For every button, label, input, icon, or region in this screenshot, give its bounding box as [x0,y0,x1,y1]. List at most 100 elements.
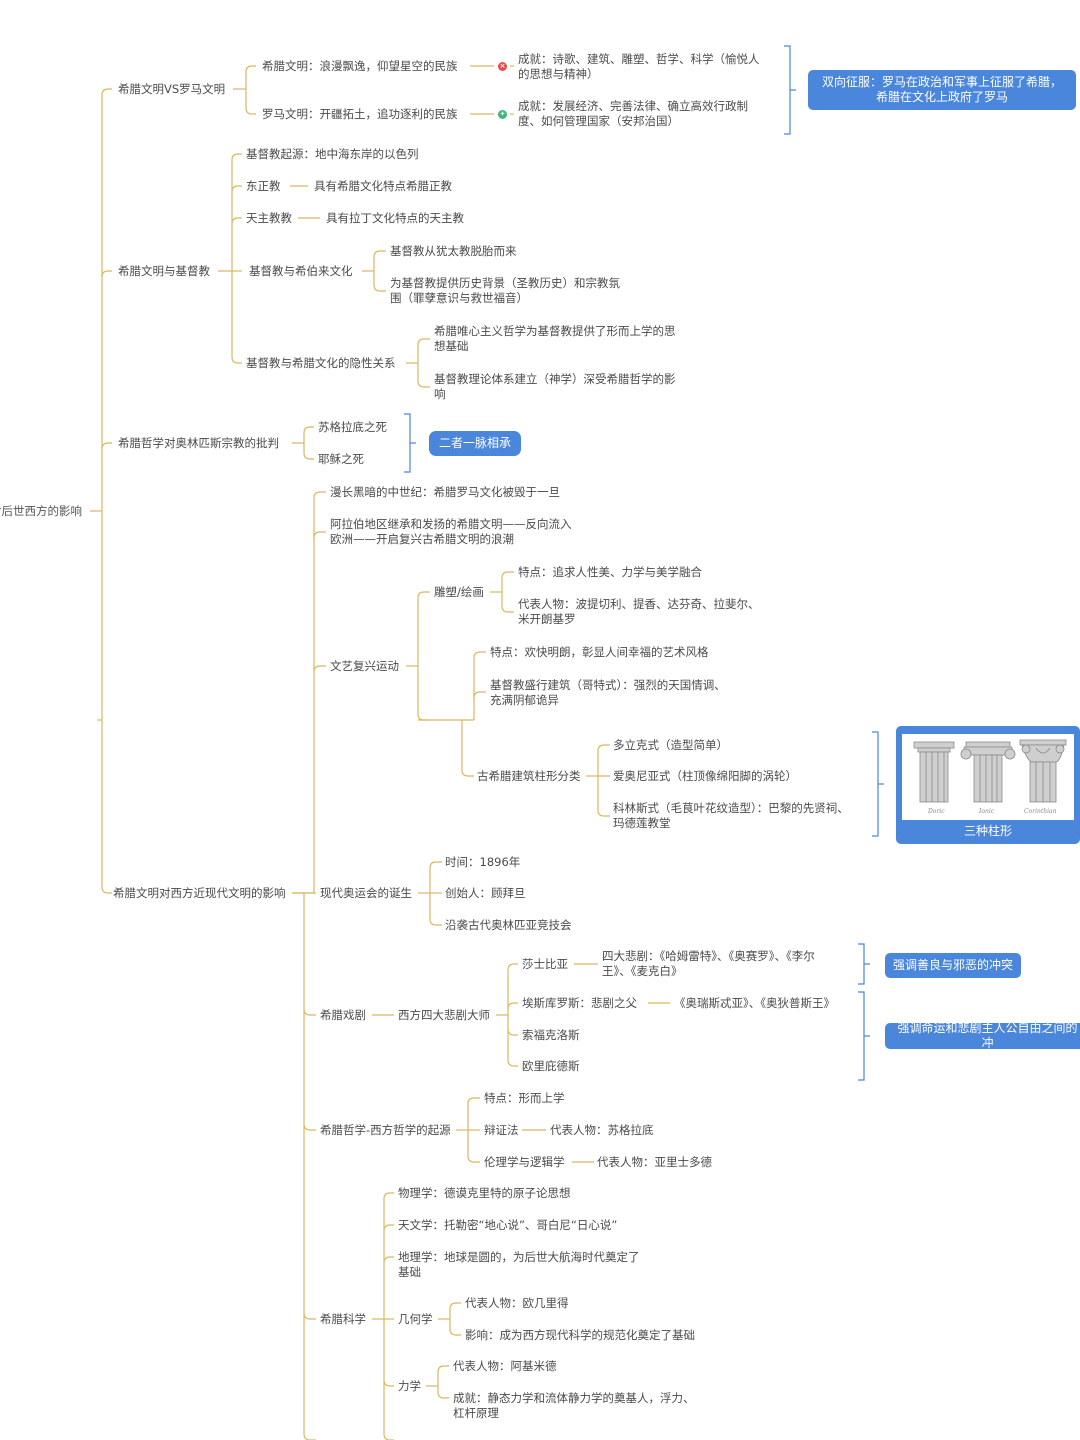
b4-lower-fork-b1 [303,1008,316,1016]
node-arab-inheritance[interactable]: 阿拉伯地区继承和发扬的希腊文明——反向流入欧洲——开启复兴古希腊文明的浪潮 [330,517,572,546]
science-fork-b4 [383,1379,394,1387]
shakespeare-bracket [858,943,870,985]
green-star-icon: ✦ [498,110,507,119]
science-fork-b1 [383,1224,394,1232]
columns-bracket [872,731,884,837]
node-greek-civilization[interactable]: 希腊文明：浪漫飘逸，仰望星空的民族 [262,59,458,73]
node-sculpture[interactable]: 雕塑/绘画 [434,585,484,599]
root-node[interactable]: 对后世西方的影响 [0,504,82,518]
node-olympics-time[interactable]: 时间：1896年 [445,855,521,869]
node-mechanics-achievement[interactable]: 成就：静态力学和流体静力学的奠基人，浮力、杠杆原理 [453,1391,695,1420]
node-hebrew-2[interactable]: 为基督教提供历史背景（圣教历史）和宗教氛围（罪孽意识与救世福音） [390,276,620,305]
node-hebrew-1[interactable]: 基督教从犹太教脱胎而来 [390,244,517,258]
b2-hidden-fork-b0 [417,338,430,346]
node-dialectic[interactable]: 辩证法 [484,1123,519,1137]
b4-lower-fork-b3 [303,1312,316,1320]
node-geometry-impact[interactable]: 影响：成为西方现代科学的规范化奠定了基础 [465,1328,695,1342]
ionic-column-icon [960,741,1016,803]
node-shakespeare[interactable]: 莎士比亚 [522,957,568,971]
renaissance-fork-b0 [417,591,430,599]
arch-fork-b1 [473,691,486,699]
node-gothic[interactable]: 基督教盛行建筑（哥特式）：强烈的天国情调、充满阴郁诡异 [490,678,726,707]
summary-same-lineage[interactable]: 二者一脉相承 [429,431,521,456]
philosophy-fork-b0 [467,1097,480,1105]
node-orthodox-desc[interactable]: 具有希腊文化特点希腊正教 [314,179,452,193]
node-physics[interactable]: 物理学：德谟克里特的原子论思想 [398,1186,571,1200]
mechanics-fork-b0 [437,1365,449,1373]
node-hidden-2[interactable]: 基督教理论体系建立（神学）深受希腊哲学的影响 [434,372,676,401]
science-fork-b5 [383,1433,394,1440]
node-catholic-desc[interactable]: 具有拉丁文化特点的天主教 [326,211,464,225]
node-christian-origin[interactable]: 基督教起源：地中海东岸的以色列 [246,147,419,161]
node-ionic[interactable]: 爱奥尼亚式（柱顶像绵阳脚的涡轮） [613,769,797,783]
node-hebrew-culture[interactable]: 基督教与希伯来文化 [249,264,353,278]
node-modern-olympics[interactable]: 现代奥运会的诞生 [320,886,412,900]
node-roman-achievement[interactable]: 成就：发展经济、完善法律、确立高效行政制度、如何管理国家（安邦治国） [518,99,748,128]
olympics-fork-b2 [429,918,442,926]
corinthian-label: Corinthian [1024,808,1057,815]
node-jesus-death[interactable]: 耶稣之死 [318,452,364,466]
root-fork-b3 [101,886,112,894]
branch-modern-influence[interactable]: 希腊文明对西方近现代文明的影响 [113,886,286,900]
b2-fork-b4 [231,356,242,364]
b3-fork-b1 [303,452,314,460]
node-hidden-relation[interactable]: 基督教与希腊文化的隐性关系 [246,356,396,370]
root-fork-b0 [101,88,112,96]
column-image-card[interactable]: Doric Ionic Corinthian 三种柱形 [896,726,1080,844]
node-shakespeare-works[interactable]: 四大悲剧：《哈姆雷特》、《奥赛罗》、《李尔王》、《麦克白》 [602,949,815,978]
node-mechanics-rep[interactable]: 代表人物：阿基米德 [453,1359,557,1373]
node-hidden-1[interactable]: 希腊唯心主义哲学为基督教提供了形而上学的思想基础 [434,324,676,353]
node-geometry-rep[interactable]: 代表人物：欧几里得 [465,1296,569,1310]
node-sculpture-people[interactable]: 代表人物：波提切利、提香、达芬奇、拉斐尔、米开朗基罗 [518,597,760,626]
node-four-tragedians[interactable]: 西方四大悲剧大师 [398,1008,490,1022]
node-socrates-death[interactable]: 苏格拉底之死 [318,420,387,434]
node-philosophy-feature[interactable]: 特点：形而上学 [484,1091,565,1105]
node-architecture-feature[interactable]: 特点：欢快明朗，彰显人间幸福的艺术风格 [490,645,709,659]
sculpture-fork-b1 [501,605,514,613]
node-geometry[interactable]: 几何学 [398,1312,433,1326]
b1-fork-b0 [245,65,256,73]
node-olympics-founder[interactable]: 创始人：顾拜旦 [445,886,526,900]
red-marker-icon: × [498,62,507,71]
node-catholic[interactable]: 天主教教 [246,211,292,225]
node-sculpture-feature[interactable]: 特点：追求人性美、力学与美学融合 [518,565,702,579]
mechanics-fork-b1 [437,1391,449,1399]
node-column-types[interactable]: 古希腊建筑柱形分类 [477,769,581,783]
node-orthodox[interactable]: 东正教 [246,179,281,193]
note-fate-vs-freedom[interactable]: 强调命运和悲剧主人公自由之间的冲 [885,1023,1080,1049]
b2-fork-b1 [231,185,242,193]
summary-dual-conquest[interactable]: 双向征服：罗马在政治和军事上征服了希腊，希腊在文化上政府了罗马 [808,70,1076,110]
branch-philosophy-critique[interactable]: 希腊哲学对奥林匹斯宗教的批判 [118,436,279,450]
renaissance-fork-b1 [417,713,430,721]
node-aeschylus[interactable]: 埃斯库罗斯：悲剧之父 [522,996,637,1010]
node-olympics-follow[interactable]: 沿袭古代奥林匹亚竞技会 [445,918,572,932]
ionic-label: Ionic [979,808,995,815]
node-greek-science[interactable]: 希腊科学 [320,1312,366,1326]
branch-greek-vs-roman[interactable]: 希腊文明VS罗马文明 [118,82,226,96]
node-greek-drama[interactable]: 希腊戏剧 [320,1008,366,1022]
node-astronomy[interactable]: 天文学：托勒密“地心说”、哥白尼“日心说” [398,1218,618,1232]
node-roman-civilization[interactable]: 罗马文明：开疆拓土，追功逐利的民族 [262,107,458,121]
b3-bracket [404,413,416,473]
node-dark-ages[interactable]: 漫长黑暗的中世纪：希腊罗马文化被毁于一旦 [330,485,560,499]
b1-bracket [784,45,796,135]
b2-fork-b0 [231,153,242,161]
node-dialectic-rep[interactable]: 代表人物：苏格拉底 [550,1123,654,1137]
b4-lower-fork-b4 [303,1433,316,1440]
note-good-vs-evil[interactable]: 强调善良与邪恶的冲突 [885,953,1021,978]
node-geography[interactable]: 地理学：地球是圆的，为后世大航海时代奠定了基础 [398,1250,640,1279]
node-doric[interactable]: 多立克式（造型简单） [613,738,728,752]
node-greek-philosophy[interactable]: 希腊哲学-西方哲学的起源 [320,1123,451,1137]
node-ethics-logic[interactable]: 伦理学与逻辑学 [484,1155,565,1169]
node-renaissance[interactable]: 文艺复兴运动 [330,659,399,673]
node-euripides[interactable]: 欧里庇德斯 [522,1059,580,1073]
corinthian-column-icon [1019,739,1067,803]
node-ethics-rep[interactable]: 代表人物：亚里士多德 [597,1155,712,1169]
branch-greek-christianity[interactable]: 希腊文明与基督教 [118,264,210,278]
node-greek-achievement[interactable]: 成就：诗歌、建筑、雕塑、哲学、科学（愉悦人的思想与精神） [518,52,760,81]
node-corinthian[interactable]: 科林斯式（毛茛叶花纹造型）：巴黎的先贤祠、玛德莲教堂 [613,801,849,830]
node-sophocles[interactable]: 索福克洛斯 [522,1028,580,1042]
node-mechanics[interactable]: 力学 [398,1379,421,1393]
node-aeschylus-works[interactable]: 《奥瑞斯忒亚》、《奥狄普斯王》 [674,996,835,1010]
